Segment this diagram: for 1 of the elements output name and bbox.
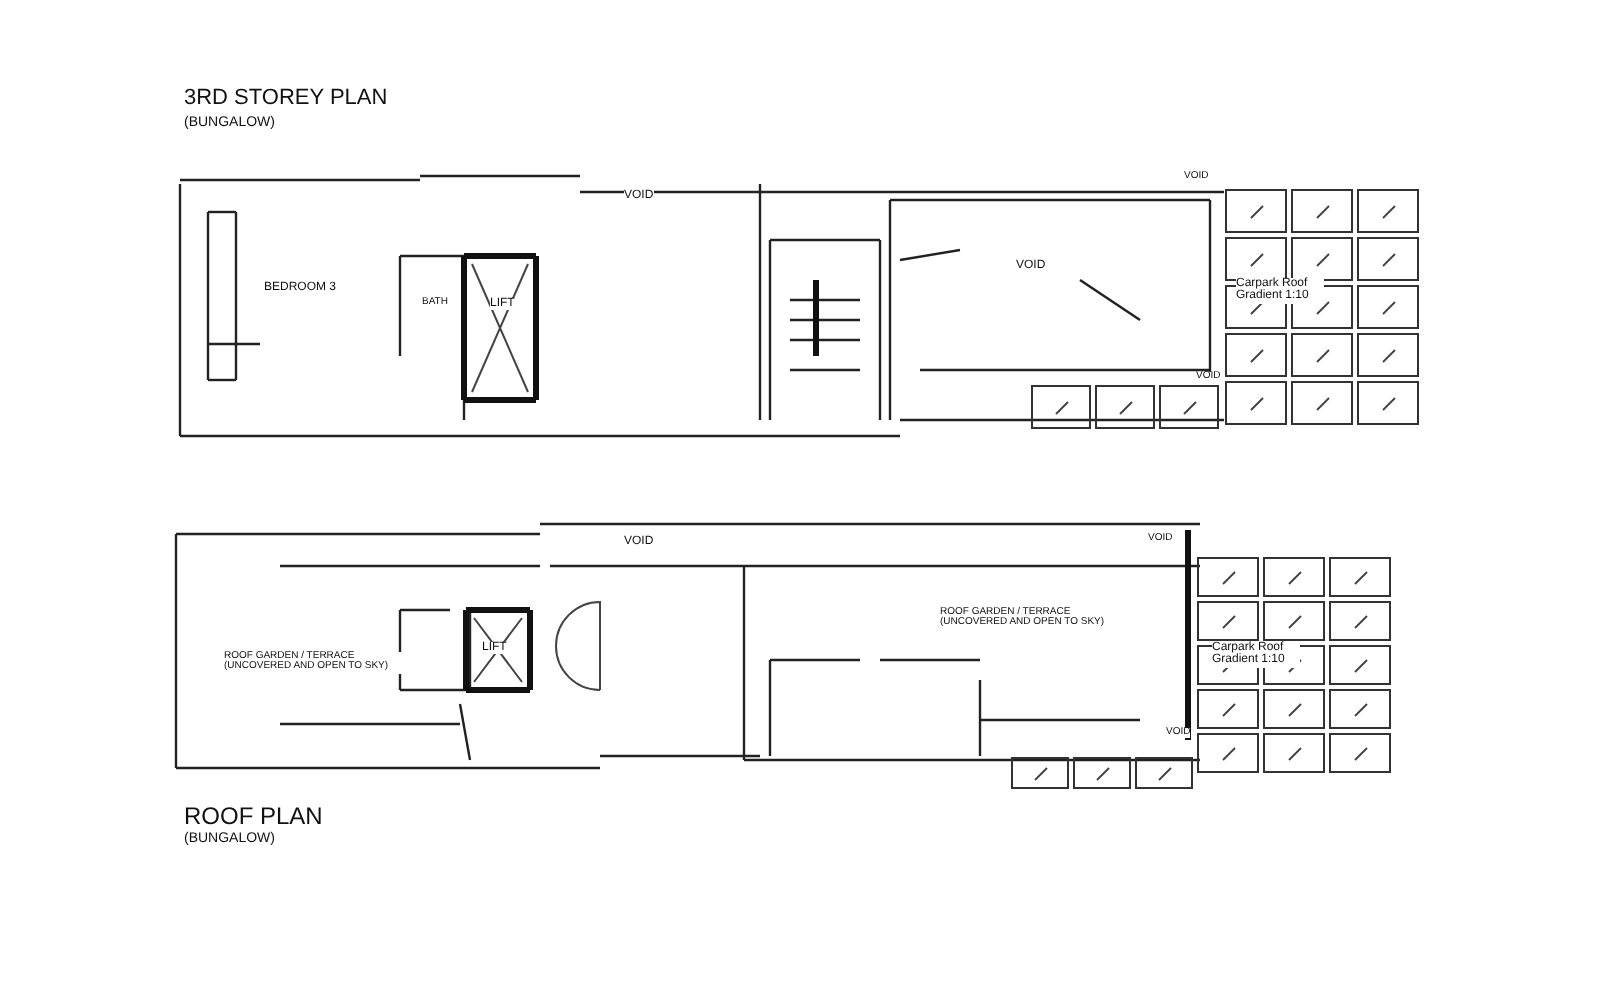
- plan-title: ROOF PLAN: [184, 804, 323, 830]
